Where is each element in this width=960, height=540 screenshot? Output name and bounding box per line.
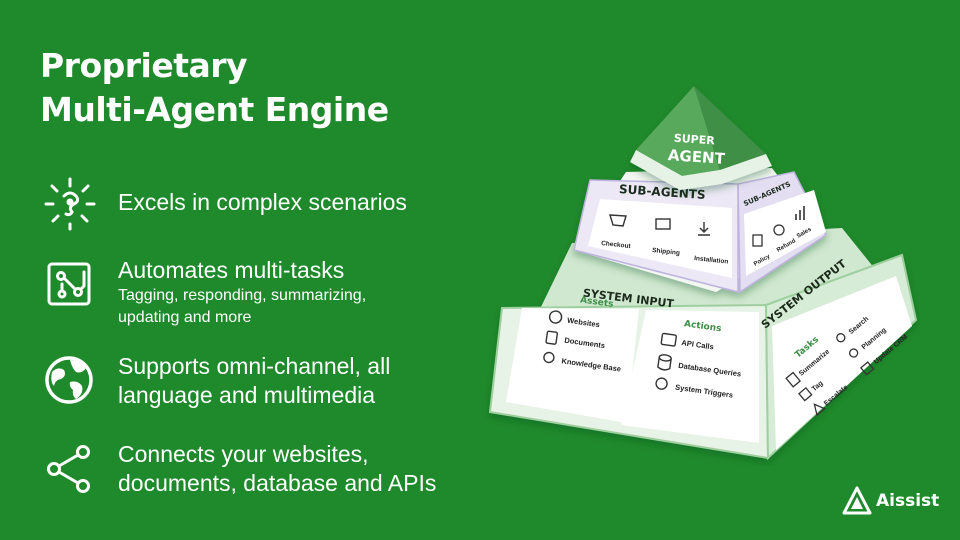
truck-icon xyxy=(655,218,671,230)
circuit-board-icon xyxy=(47,262,91,306)
feature-sub-text-2: updating and more xyxy=(118,309,252,326)
super-agent-label-1: SUPER xyxy=(673,132,715,148)
system-layer xyxy=(488,228,918,461)
sub-agent-shipping: Shipping xyxy=(652,218,680,257)
super-agent-label-2: AGENT xyxy=(667,146,726,168)
super-agent-tip xyxy=(630,86,772,190)
aissist-logo-icon xyxy=(842,486,872,515)
feature-main-text: Excels in complex scenarios xyxy=(118,189,407,215)
summary-icon xyxy=(785,371,802,388)
sparkle-brain-icon xyxy=(44,177,96,231)
brand-logo: Aissist xyxy=(842,486,939,516)
svg-text:API Calls: API Calls xyxy=(681,338,714,351)
escalate-icon xyxy=(813,403,826,417)
sub-agent-checkout: Checkout xyxy=(601,214,632,250)
lightbulb-icon xyxy=(543,351,555,364)
sub-agents-layer xyxy=(573,168,827,294)
document-icon xyxy=(545,330,558,345)
feature-main-text-2: language and multimedia xyxy=(118,382,376,408)
download-icon xyxy=(698,222,710,236)
page-title: Proprietary Multi-Agent Engine xyxy=(40,44,389,132)
crm-icon xyxy=(859,361,875,376)
svg-text:Checkout: Checkout xyxy=(601,240,632,250)
feature-main-text-2: documents, database and APIs xyxy=(118,470,437,496)
feature-main-text-1: Supports omni-channel, all xyxy=(118,353,391,379)
svg-text:Installation: Installation xyxy=(694,255,729,266)
share-nodes-icon xyxy=(47,445,90,493)
brand-name: Aissist xyxy=(876,491,940,511)
trigger-icon xyxy=(655,377,668,390)
chart-icon xyxy=(795,206,805,220)
refund-icon xyxy=(773,224,785,236)
code-icon xyxy=(660,332,677,347)
feature-sub-text-1: Tagging, responding, summarizing, xyxy=(118,287,367,304)
cart-icon xyxy=(609,214,627,227)
multi-agent-pyramid: SYSTEM INPUT SYSTEM OUTPUT Assets Websit… xyxy=(488,86,918,461)
svg-text:Shipping: Shipping xyxy=(652,247,680,257)
title-line-2: Multi-Agent Engine xyxy=(40,90,389,129)
policy-icon xyxy=(752,234,763,247)
feature-complex-scenarios: Excels in complex scenarios xyxy=(40,174,407,234)
feature-main-text: Automates multi-tasks xyxy=(118,257,345,283)
title-line-1: Proprietary xyxy=(40,46,248,85)
assets-title: Assets xyxy=(579,295,614,310)
globe-icon xyxy=(45,356,93,404)
action-item-api-calls: API Calls xyxy=(660,332,714,351)
feature-connects: Connects your websites, documents, datab… xyxy=(40,438,436,498)
feature-omni-channel: Supports omni-channel, all language and … xyxy=(40,350,390,410)
planning-icon xyxy=(848,348,859,358)
search-icon xyxy=(836,333,846,343)
feature-multi-tasks: Automates multi-tasks Tagging, respondin… xyxy=(40,254,366,329)
feature-main-text-1: Connects your websites, xyxy=(118,441,369,467)
tag-icon xyxy=(798,386,813,402)
globe-icon xyxy=(548,310,563,324)
sub-agent-installation: Installation xyxy=(694,222,729,266)
